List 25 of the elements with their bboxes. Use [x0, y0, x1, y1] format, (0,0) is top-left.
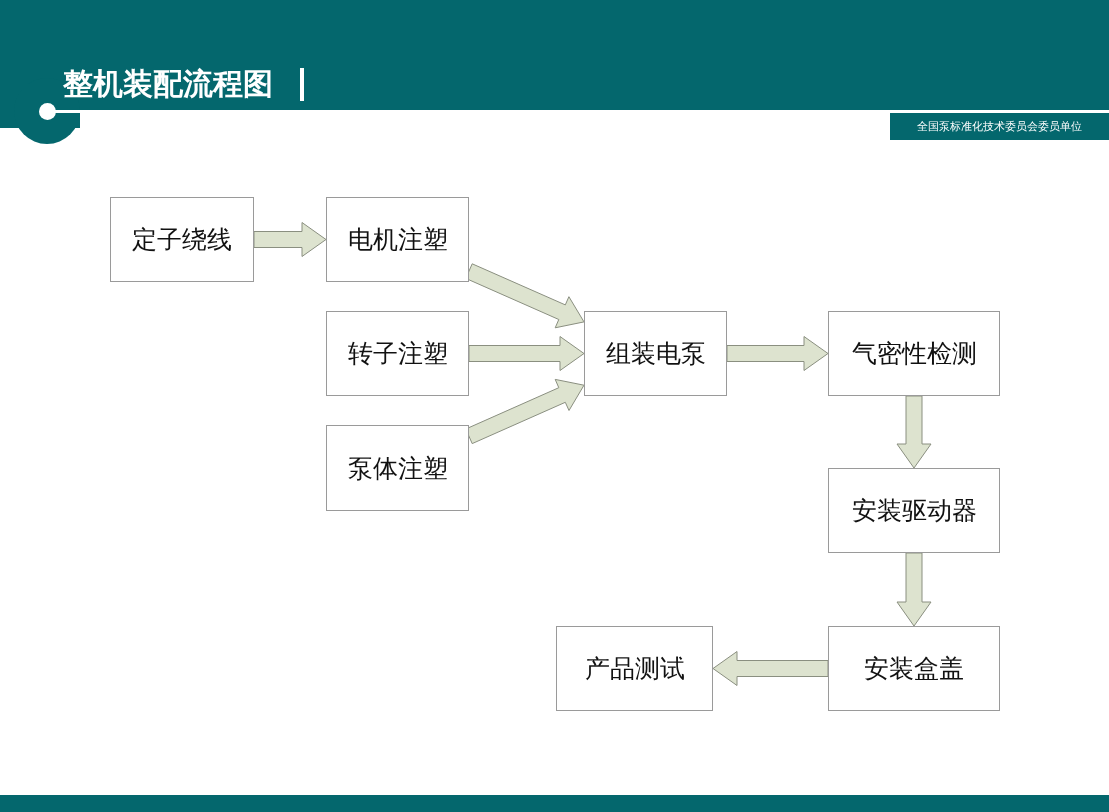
step-label: 电机注塑 — [347, 224, 448, 256]
process-box — [584, 311, 727, 396]
step-label: 定子绕线 — [132, 224, 232, 256]
process-box — [828, 468, 1000, 553]
block-arrow — [896, 552, 932, 627]
step-label: 气密性检测 — [851, 338, 977, 370]
block-arrow — [726, 336, 829, 371]
step-label: 安装盒盖 — [864, 653, 964, 685]
process-box — [326, 311, 469, 396]
block-arrow — [712, 651, 829, 686]
process-box — [828, 626, 1000, 711]
step-label: 产品测试 — [584, 653, 685, 685]
step-label: 安装驱动器 — [851, 495, 977, 527]
step-label: 组装电泵 — [605, 338, 706, 370]
title: 整机装配流程图 — [63, 65, 273, 103]
step-label: 转子注塑 — [347, 338, 448, 370]
block-arrow — [468, 336, 585, 371]
process-box — [326, 197, 469, 282]
process-box — [326, 425, 469, 511]
block-arrow — [253, 222, 327, 257]
process-box — [556, 626, 713, 711]
block-arrow — [896, 395, 932, 469]
step-label: 泵体注塑 — [347, 452, 448, 485]
process-box — [828, 311, 1000, 396]
process-box — [110, 197, 254, 282]
